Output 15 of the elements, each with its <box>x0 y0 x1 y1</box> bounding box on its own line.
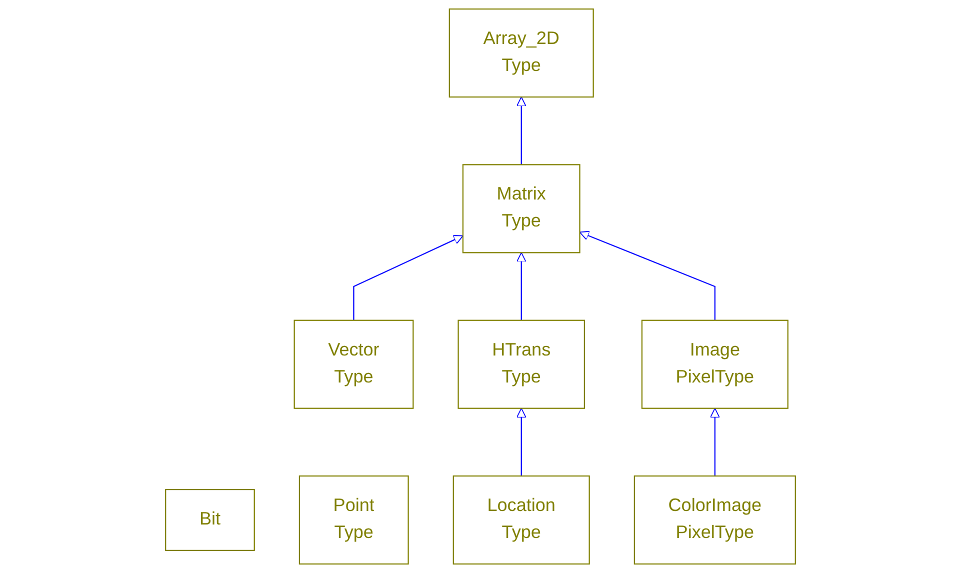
node-box: Point Type <box>298 475 409 565</box>
arrow <box>579 230 716 320</box>
node-box: HTrans Type <box>458 320 585 409</box>
node-box: Vector Type <box>294 320 414 409</box>
node-box: ColorImage PixelType <box>634 475 796 565</box>
arrow <box>516 96 526 165</box>
arrow <box>353 235 464 320</box>
node-box: Image PixelType <box>641 320 788 409</box>
arrow <box>516 252 526 320</box>
node-box: Array_2D Type <box>448 8 594 98</box>
node-box: Bit <box>165 488 255 551</box>
arrow <box>710 408 720 476</box>
node-box: Matrix Type <box>462 164 580 254</box>
arrow <box>516 408 526 476</box>
node-box: Location Type <box>452 475 590 565</box>
